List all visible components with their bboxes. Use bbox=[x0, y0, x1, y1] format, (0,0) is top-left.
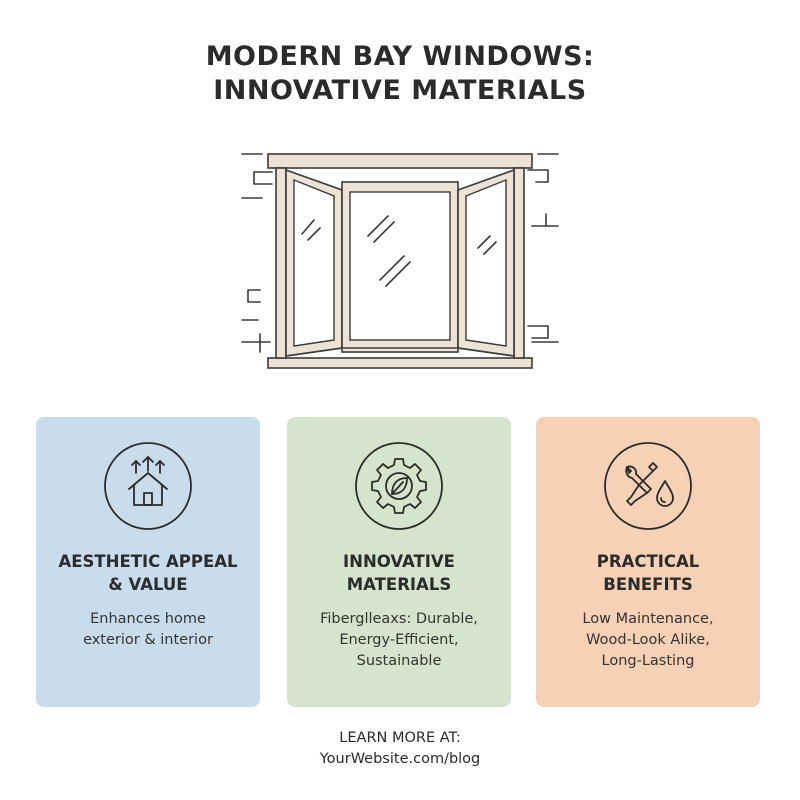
wrench-screwdriver-drop-icon bbox=[604, 442, 692, 530]
card-description-line-2: Wood-Look Alike, bbox=[586, 632, 710, 648]
card-title-line-2: & VALUE bbox=[108, 575, 188, 594]
bay-window-icon bbox=[241, 153, 559, 369]
card-description-line-2: Energy-Efficient, bbox=[339, 632, 459, 648]
card-title-line-1: INNOVATIVE bbox=[343, 552, 455, 571]
footer-cta: LEARN MORE AT: YourWebsite.com/blog bbox=[0, 728, 800, 770]
page-title-line-2: INNOVATIVE MATERIALS bbox=[213, 75, 587, 106]
card-title-line-2: MATERIALS bbox=[346, 575, 452, 594]
card-title: PRACTICAL BENEFITS bbox=[544, 550, 752, 596]
card-description-line-2: exterior & interior bbox=[83, 632, 213, 648]
footer-label: LEARN MORE AT: bbox=[339, 730, 461, 746]
aesthetic-appeal-card: AESTHETIC APPEAL & VALUE Enhances home e… bbox=[36, 417, 260, 707]
card-description-line-1: Fiberglleaxs: Durable, bbox=[320, 611, 478, 627]
card-description-line-3: Long-Lasting bbox=[601, 653, 695, 669]
practical-benefits-card: PRACTICAL BENEFITS Low Maintenance, Wood… bbox=[536, 417, 760, 707]
card-description-line-1: Enhances home bbox=[90, 611, 206, 627]
card-description: Enhances home exterior & interior bbox=[44, 609, 252, 651]
card-description: Low Maintenance, Wood-Look Alike, Long-L… bbox=[544, 609, 752, 672]
card-title: AESTHETIC APPEAL & VALUE bbox=[44, 550, 252, 596]
card-title-line-2: BENEFITS bbox=[603, 575, 693, 594]
card-description-line-1: Low Maintenance, bbox=[582, 611, 714, 627]
card-title-line-1: PRACTICAL bbox=[596, 552, 700, 571]
card-description-line-3: Sustainable bbox=[356, 653, 442, 669]
page-title-line-1: MODERN BAY WINDOWS: bbox=[205, 41, 595, 72]
card-title-line-1: AESTHETIC APPEAL bbox=[58, 552, 238, 571]
innovative-materials-card: INNOVATIVE MATERIALS Fiberglleaxs: Durab… bbox=[287, 417, 511, 707]
footer-link[interactable]: YourWebsite.com/blog bbox=[319, 751, 481, 767]
card-description: Fiberglleaxs: Durable, Energy-Efficient,… bbox=[295, 609, 503, 672]
gear-leaf-icon bbox=[355, 442, 443, 530]
page-title: MODERN BAY WINDOWS: INNOVATIVE MATERIALS bbox=[0, 40, 800, 108]
house-arrows-icon bbox=[104, 442, 192, 530]
card-title: INNOVATIVE MATERIALS bbox=[295, 550, 503, 596]
